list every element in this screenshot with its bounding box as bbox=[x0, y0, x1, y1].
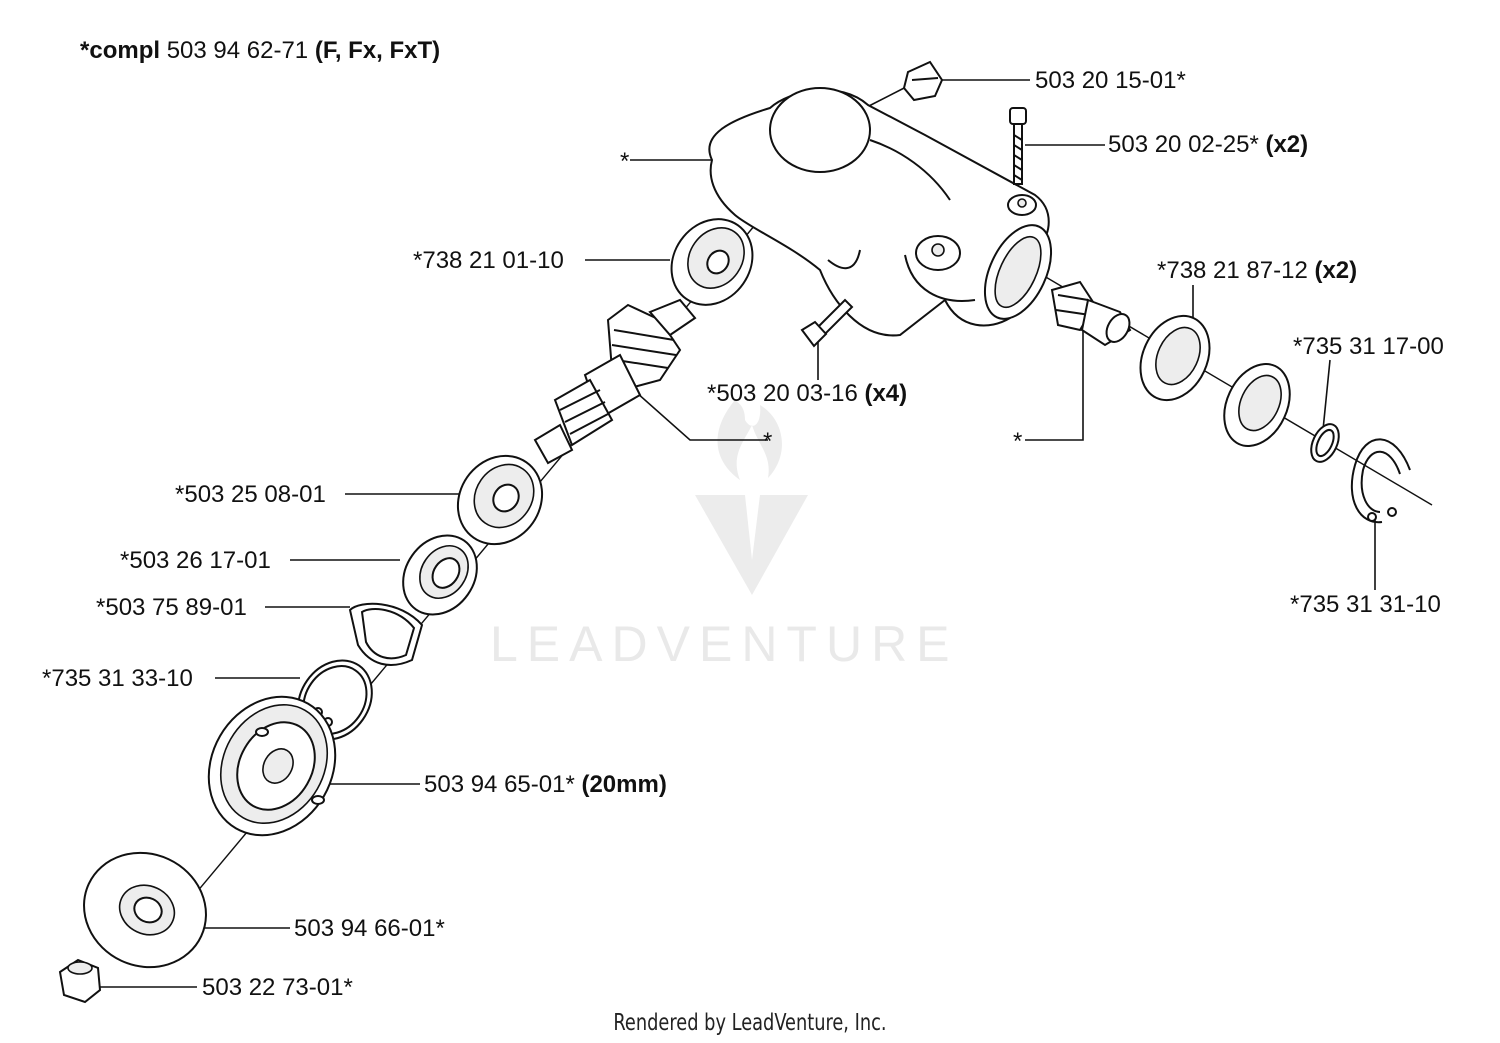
part-label-circlip-small[interactable]: *735 31 17-00 bbox=[1293, 333, 1444, 361]
part-label-support-cup[interactable]: 503 94 66-01* bbox=[294, 915, 445, 943]
title-prefix: *compl bbox=[80, 37, 161, 64]
spacer-ring-part bbox=[348, 602, 424, 666]
part-number: 503 20 15-01* bbox=[1035, 67, 1186, 94]
part-number: *503 25 08-01 bbox=[175, 481, 326, 508]
watermark-logo bbox=[695, 400, 808, 595]
part-label-plug[interactable]: 503 20 15-01* bbox=[1035, 67, 1186, 95]
part-label-output-gear[interactable]: * bbox=[763, 428, 772, 456]
part-number: *738 21 87-12 bbox=[1157, 257, 1308, 284]
output-shaft-gear-part bbox=[533, 298, 697, 465]
input-pinion-gear-part bbox=[1050, 280, 1132, 347]
support-cup-part bbox=[83, 851, 207, 969]
footer-credit: Rendered by LeadVenture, Inc. bbox=[613, 1010, 887, 1036]
seal-part bbox=[402, 534, 478, 616]
part-number: 503 22 73-01* bbox=[202, 974, 353, 1001]
part-number: *735 31 31-10 bbox=[1290, 591, 1441, 618]
part-qty: (x2) bbox=[1265, 131, 1309, 158]
part-number: *503 75 89-01 bbox=[96, 594, 247, 621]
part-number: *503 20 03-16 bbox=[707, 380, 858, 407]
upper-bearing-part bbox=[670, 218, 754, 306]
part-number: * bbox=[620, 148, 630, 175]
part-label-nut[interactable]: 503 22 73-01* bbox=[202, 974, 353, 1002]
part-label-ring[interactable]: *503 75 89-01 bbox=[96, 594, 247, 622]
nut-part bbox=[58, 958, 102, 1004]
part-number: * bbox=[763, 428, 773, 455]
part-number: 503 20 02-25* bbox=[1108, 131, 1259, 158]
part-number: 503 94 66-01* bbox=[294, 915, 445, 942]
part-label-holder[interactable]: 503 94 65-01* (20mm) bbox=[424, 771, 667, 799]
title-models: (F, Fx, FxT) bbox=[314, 37, 441, 64]
part-label-bearing-pair[interactable]: *738 21 87-12 (x2) bbox=[1157, 257, 1357, 285]
part-label-seal[interactable]: *503 26 17-01 bbox=[120, 547, 271, 575]
holder-flange-part bbox=[207, 695, 337, 837]
part-number: *738 21 01-10 bbox=[413, 247, 564, 274]
part-label-bearing-upper[interactable]: *738 21 01-10 bbox=[413, 247, 564, 275]
watermark-text: LEADVENTURE bbox=[490, 616, 959, 672]
plug-part bbox=[902, 60, 944, 102]
large-circlip-part bbox=[1350, 438, 1411, 524]
gear-housing bbox=[708, 87, 1053, 337]
part-label-screw-housing[interactable]: *503 20 03-16 (x4) bbox=[707, 380, 907, 408]
part-qty: (20mm) bbox=[581, 771, 667, 798]
part-qty: (x4) bbox=[864, 380, 908, 407]
assembly-axis-lines bbox=[149, 224, 1433, 949]
part-label-housing[interactable]: * bbox=[620, 148, 629, 176]
part-qty: (x2) bbox=[1314, 257, 1358, 284]
part-number: * bbox=[1013, 428, 1023, 455]
part-label-circlip-lower[interactable]: *735 31 33-10 bbox=[42, 665, 193, 693]
lower-bearing-part bbox=[456, 454, 544, 546]
clamp-screw-part bbox=[1009, 107, 1027, 185]
assembly-title: *compl 503 94 62-71 (F, Fx, FxT) bbox=[80, 37, 440, 65]
part-number: *735 31 33-10 bbox=[42, 665, 193, 692]
part-label-screw-clamp[interactable]: 503 20 02-25* (x2) bbox=[1108, 131, 1308, 159]
small-circlip-part bbox=[1310, 423, 1340, 463]
part-number: *503 26 17-01 bbox=[120, 547, 271, 574]
title-number: 503 94 62-71 bbox=[166, 37, 309, 64]
bearing-pair-part bbox=[1139, 314, 1291, 447]
part-number: *735 31 17-00 bbox=[1293, 333, 1444, 360]
part-label-circlip-large[interactable]: *735 31 31-10 bbox=[1290, 591, 1441, 619]
housing-screw-part bbox=[800, 298, 854, 348]
part-label-bearing-lower[interactable]: *503 25 08-01 bbox=[175, 481, 326, 509]
part-number: 503 94 65-01* bbox=[424, 771, 575, 798]
part-label-input-gear[interactable]: * bbox=[1013, 428, 1022, 456]
